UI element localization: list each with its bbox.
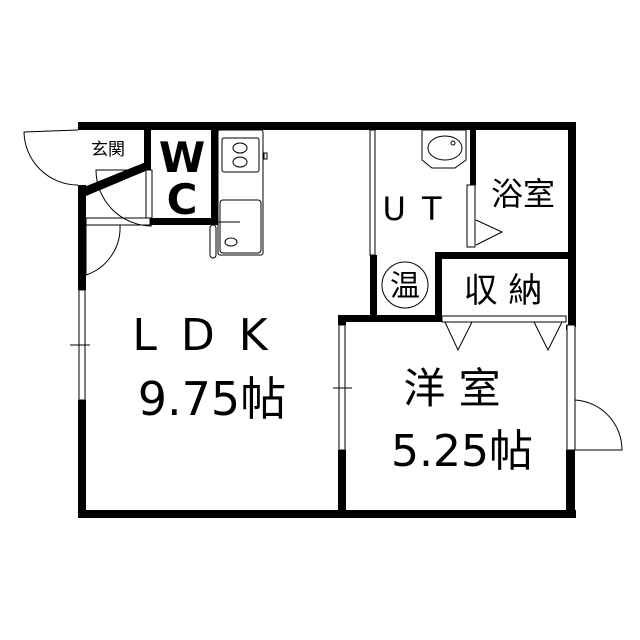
wc-label-c: C xyxy=(167,175,198,224)
washbasin-icon xyxy=(421,129,467,169)
ldk-label: LDK xyxy=(132,310,291,361)
sink-icon xyxy=(219,199,262,254)
bath-door xyxy=(466,184,476,248)
water-heater-label: 温 xyxy=(390,269,420,304)
windows xyxy=(70,129,576,451)
ldk-door xyxy=(85,224,121,276)
ut-label: UT xyxy=(383,190,458,228)
kitchen xyxy=(209,129,268,259)
wc-label-w: W xyxy=(159,133,205,182)
stove-icon xyxy=(221,137,260,173)
entrance-label: 玄関 xyxy=(91,140,125,160)
bath-label: 浴室 xyxy=(491,175,555,213)
western-room-door xyxy=(574,399,623,451)
western-room-label: 洋 室 xyxy=(403,364,500,413)
wc-door xyxy=(95,169,153,227)
western-room-size: 5.25帖 xyxy=(391,426,533,477)
doors[interactable] xyxy=(23,129,623,451)
water-heater-icon xyxy=(381,261,429,309)
ldk-size: 9.75帖 xyxy=(138,372,286,426)
entrance-door xyxy=(23,129,79,186)
walls xyxy=(78,122,576,518)
storage-label: 収 納 xyxy=(464,271,543,311)
